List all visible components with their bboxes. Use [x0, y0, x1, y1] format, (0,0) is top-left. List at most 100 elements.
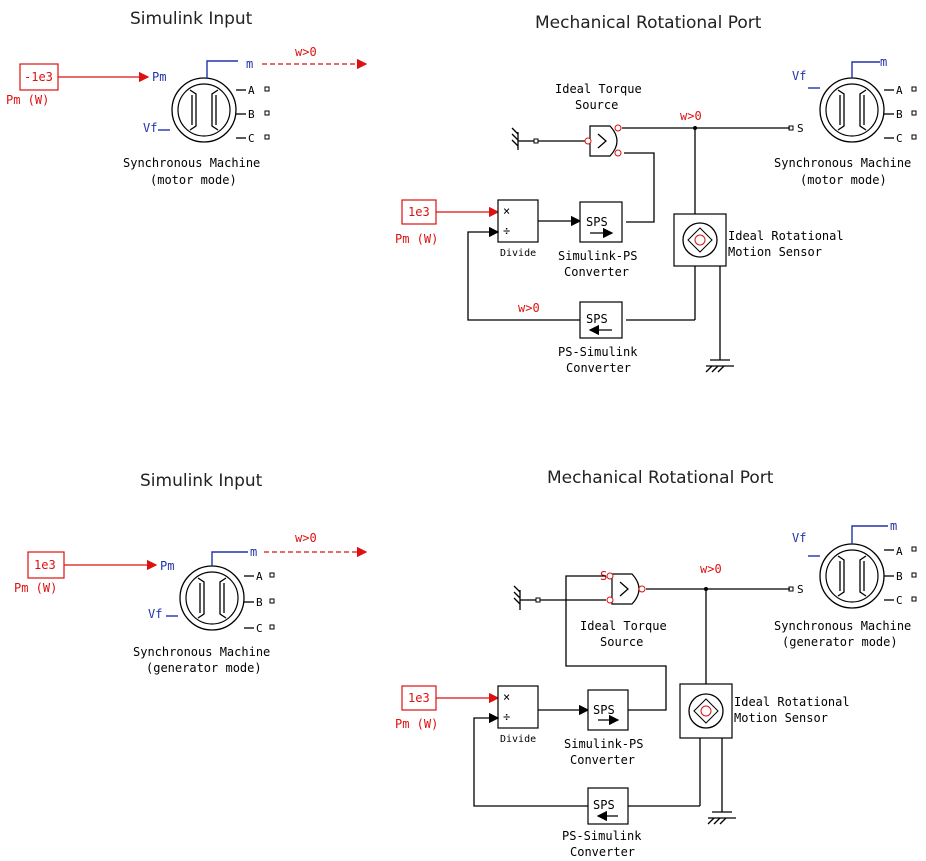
synchronous-machine-generator-block-2[interactable] — [808, 525, 888, 609]
divide-block-2[interactable]: × ÷ — [497, 685, 539, 729]
constant-value-4: 1e3 — [408, 691, 430, 705]
c-port-3: C — [256, 622, 263, 635]
synchronous-machine-generator-block[interactable] — [166, 551, 248, 631]
constant-value: -1e3 — [24, 70, 53, 84]
sensor-label-2: Motion Sensor — [728, 245, 822, 259]
vf-port-4: Vf — [792, 531, 806, 545]
m-port-4: m — [890, 519, 897, 533]
bottom-right-diagram: S Ideal Torque Source w>0 S Vf m A B C S… — [395, 519, 917, 859]
svg-text:÷: ÷ — [503, 224, 510, 238]
ps-simulink-converter-block-2[interactable] — [587, 787, 629, 825]
top-left-diagram: -1e3 Pm (W) Pm Vf m A B C w>0 Synchronou… — [6, 45, 368, 187]
machine-label-2-3: (generator mode) — [146, 661, 262, 675]
mechanical-ground-left[interactable] — [511, 127, 539, 150]
vf-port-2: Vf — [792, 69, 806, 83]
sensor-label-2-2: Motion Sensor — [734, 711, 828, 725]
b-port-2: B — [896, 108, 903, 121]
constant-block[interactable] — [19, 63, 59, 91]
s-port: S — [797, 122, 804, 135]
sps-text-2: SPS — [593, 703, 615, 717]
constant-label-3: Pm (W) — [14, 581, 57, 595]
mechanical-ground-left-2[interactable] — [513, 585, 541, 610]
synchronous-machine-motor-block[interactable] — [158, 60, 238, 143]
pm-port-3: Pm — [160, 559, 174, 573]
title-bottom-left: Simulink Input — [140, 471, 263, 491]
ideal-rotational-motion-sensor-block-2[interactable] — [679, 683, 733, 739]
sps-label-1: Simulink-PS — [558, 249, 637, 263]
w-label-top-2: w>0 — [700, 562, 722, 576]
machine-label-2: (motor mode) — [150, 173, 237, 187]
title-top-right: Mechanical Rotational Port — [535, 13, 762, 33]
sensor-label-1-2: Ideal Rotational — [734, 695, 850, 709]
ideal-torque-source-block-2[interactable] — [606, 572, 646, 605]
c-port: C — [248, 132, 255, 145]
constant-label-4: Pm (W) — [395, 717, 438, 731]
simulink-ps-converter-block-2[interactable] — [587, 689, 629, 731]
divide-block[interactable]: × ÷ — [497, 199, 539, 243]
a-port-3: A — [256, 570, 263, 583]
machine-label-1-2: Synchronous Machine — [774, 156, 911, 170]
svg-text:÷: ÷ — [503, 710, 510, 724]
w-label-top: w>0 — [680, 109, 702, 123]
mechanical-ground-bottom-2[interactable] — [707, 806, 736, 825]
m-port: m — [246, 57, 253, 71]
svg-text:×: × — [503, 690, 510, 704]
title-bottom-right: Mechanical Rotational Port — [547, 468, 774, 488]
synchronous-machine-motor-block-2[interactable] — [808, 61, 885, 143]
ps-label-1: PS-Simulink — [558, 345, 638, 359]
a-port-4: A — [896, 545, 903, 558]
machine-label-2-2: (motor mode) — [800, 173, 887, 187]
a-port: A — [248, 84, 255, 97]
machine-label-2-4: (generator mode) — [782, 635, 898, 649]
divide-label: Divide — [500, 248, 536, 259]
constant-value-3: 1e3 — [34, 558, 56, 572]
b-port-4: B — [896, 570, 903, 583]
m-port-3: m — [250, 545, 257, 559]
c-port-4: C — [896, 594, 903, 607]
m-port-2: m — [880, 55, 887, 69]
constant-block-3[interactable] — [27, 551, 65, 579]
constant-label-2: Pm (W) — [395, 232, 438, 246]
constant-value-2: 1e3 — [408, 205, 430, 219]
w-label-3: w>0 — [295, 531, 317, 545]
ps-label-1-2: PS-Simulink — [562, 829, 642, 843]
divide-label-2: Divide — [500, 734, 536, 745]
torque-source-label-1: Ideal Torque — [555, 82, 642, 96]
simulink-ps-converter-block[interactable] — [579, 201, 623, 243]
machine-label-1: Synchronous Machine — [123, 156, 260, 170]
mechanical-ground-bottom[interactable] — [705, 350, 734, 373]
ps-simulink-converter-block[interactable] — [579, 301, 623, 339]
ideal-rotational-motion-sensor-block[interactable] — [673, 213, 727, 267]
vf-port-3: Vf — [148, 607, 162, 621]
b-port-3: B — [256, 596, 263, 609]
b-port: B — [248, 108, 255, 121]
ps-text: SPS — [586, 312, 608, 326]
ideal-torque-source-block[interactable] — [584, 124, 622, 157]
machine-label-1-4: Synchronous Machine — [774, 619, 911, 633]
w-label-feedback: w>0 — [518, 301, 540, 315]
pm-port: Pm — [152, 70, 166, 84]
sps-label-2: Converter — [564, 265, 629, 279]
constant-block-2[interactable] — [401, 199, 437, 225]
constant-block-4[interactable] — [401, 685, 437, 711]
bottom-left-diagram: 1e3 Pm (W) Pm Vf m A B C w>0 Synchronous… — [14, 531, 368, 675]
ps-label-2: Converter — [566, 361, 631, 375]
title-top-left: Simulink Input — [130, 9, 253, 29]
vf-port: Vf — [143, 121, 157, 135]
torque-source-label-2-2: Source — [600, 635, 643, 649]
a-port-2: A — [896, 84, 903, 97]
sps-label-1-2: Simulink-PS — [564, 737, 643, 751]
sps-text: SPS — [586, 215, 608, 229]
constant-label: Pm (W) — [6, 93, 49, 107]
c-port-2: C — [896, 132, 903, 145]
torque-source-label-1-2: Ideal Torque — [580, 619, 667, 633]
sps-label-2-2: Converter — [570, 753, 635, 767]
svg-text:×: × — [503, 204, 510, 218]
s-port-2: S — [797, 583, 804, 596]
ps-label-2-2: Converter — [570, 845, 635, 859]
machine-label-1-3: Synchronous Machine — [133, 645, 270, 659]
top-right-diagram: Ideal Torque Source w>0 S Vf m A B C Syn… — [395, 55, 917, 375]
sensor-label-1: Ideal Rotational — [728, 229, 844, 243]
w-label: w>0 — [295, 45, 317, 59]
